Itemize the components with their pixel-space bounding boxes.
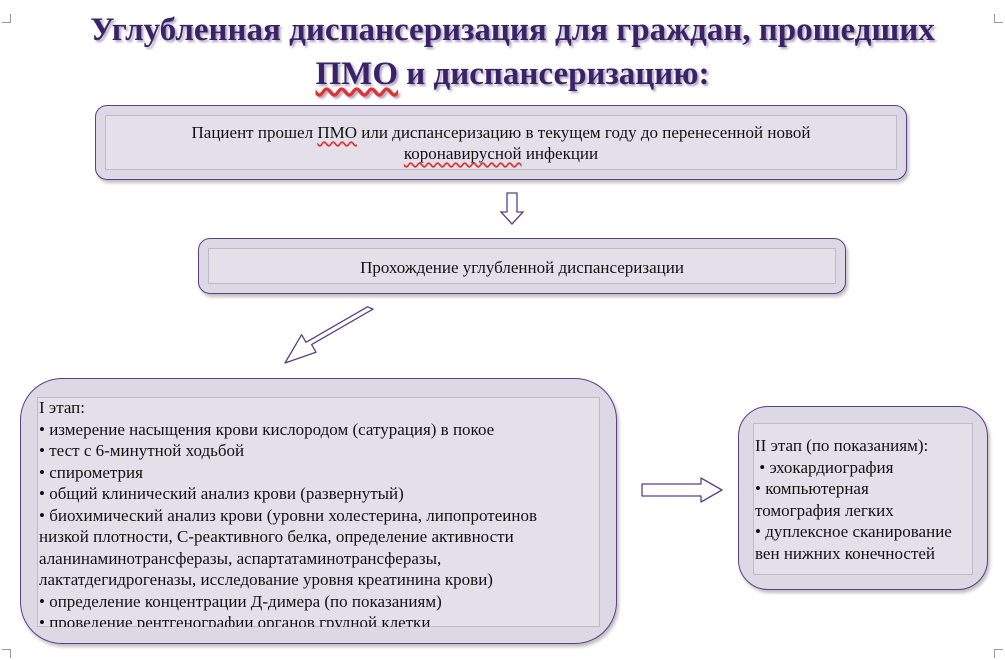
stage-1-item: • биохимический анализ крови (уровни хол…: [39, 505, 537, 525]
page-title: Углубленная диспансеризация для граждан,…: [20, 8, 1005, 96]
stage-2-item: вен нижних конечностей: [755, 543, 936, 563]
title-line-2-rest: и диспансеризацию:: [398, 56, 710, 92]
stage-1-item: низкой плотности, С-реактивного белка, о…: [39, 527, 514, 546]
stage-1-item: • общий клинический анализ крови (развер…: [39, 484, 404, 503]
stage-1-item: • измерение насыщения крови кислородом (…: [39, 419, 495, 439]
stage-2-inner: [753, 423, 973, 575]
patient-condition-line-1: Пациент прошел ПМО или диспансеризацию в…: [191, 123, 811, 142]
stage-1-inner: [37, 397, 600, 627]
stage-1-heading: I этап:: [39, 398, 85, 417]
patient-condition-inner: [105, 115, 897, 170]
patient-condition-line-2: коронавирусной инфекции: [403, 144, 599, 163]
corner-mark: [994, 14, 1003, 23]
stage-2-item: томография легких: [755, 500, 894, 520]
stage-2-box: II этап (по показаниям): • эхокардиограф…: [738, 406, 988, 590]
pmo-abbr: ПМО: [317, 123, 357, 142]
stage-1-item: • тест с 6-минутной ходьбой: [39, 441, 245, 460]
corner-mark: [2, 14, 11, 23]
patient-condition-box: Пациент прошел ПМО или диспансеризацию в…: [95, 105, 907, 180]
down-arrow-icon: [499, 192, 525, 225]
stage-1-item: лактатдегидрогеназы, исследование уровня…: [39, 570, 493, 589]
diagonal-arrow-icon: [284, 306, 374, 364]
coronavirus-word: коронавирусной: [403, 144, 522, 163]
stage-1-box: I этап: • измерение насыщения крови кисл…: [20, 378, 617, 644]
patient-condition-text: Пациент прошел ПМО или диспансеризацию в…: [96, 122, 906, 164]
stage-2-item: • компьютерная: [755, 479, 869, 498]
title-line-2: ПМО и диспансеризацию:: [20, 52, 1005, 96]
deep-screening-text: Прохождение углубленной диспансеризации: [360, 258, 684, 277]
corner-mark: [2, 649, 11, 658]
corner-mark: [994, 649, 1003, 658]
stage-2-heading: II этап (по показаниям):: [755, 436, 929, 455]
stage-1-item: • определение концентрации Д-димера (по …: [39, 591, 442, 611]
title-abbr: ПМО: [315, 56, 398, 92]
title-line-1: Углубленная диспансеризация для граждан,…: [90, 12, 935, 48]
stage-2-item: • дуплексное сканирование: [755, 522, 952, 541]
deep-screening-inner: [208, 248, 836, 284]
deep-screening-box: Прохождение углубленной диспансеризации: [198, 238, 846, 294]
stage-2-text: II этап (по показаниям): • эхокардиограф…: [755, 435, 952, 564]
stage-1-text: I этап: • измерение насыщения крови кисл…: [39, 397, 537, 627]
stage-1-item: • спирометрия: [39, 462, 143, 482]
stage-1-item: • проведение рентгенографии органов груд…: [39, 613, 431, 627]
stage-1-item: аланинаминотрансферазы, аспартатаминотра…: [39, 548, 442, 568]
stage-2-item: • эхокардиография: [755, 457, 894, 477]
right-arrow-icon: [641, 477, 723, 503]
